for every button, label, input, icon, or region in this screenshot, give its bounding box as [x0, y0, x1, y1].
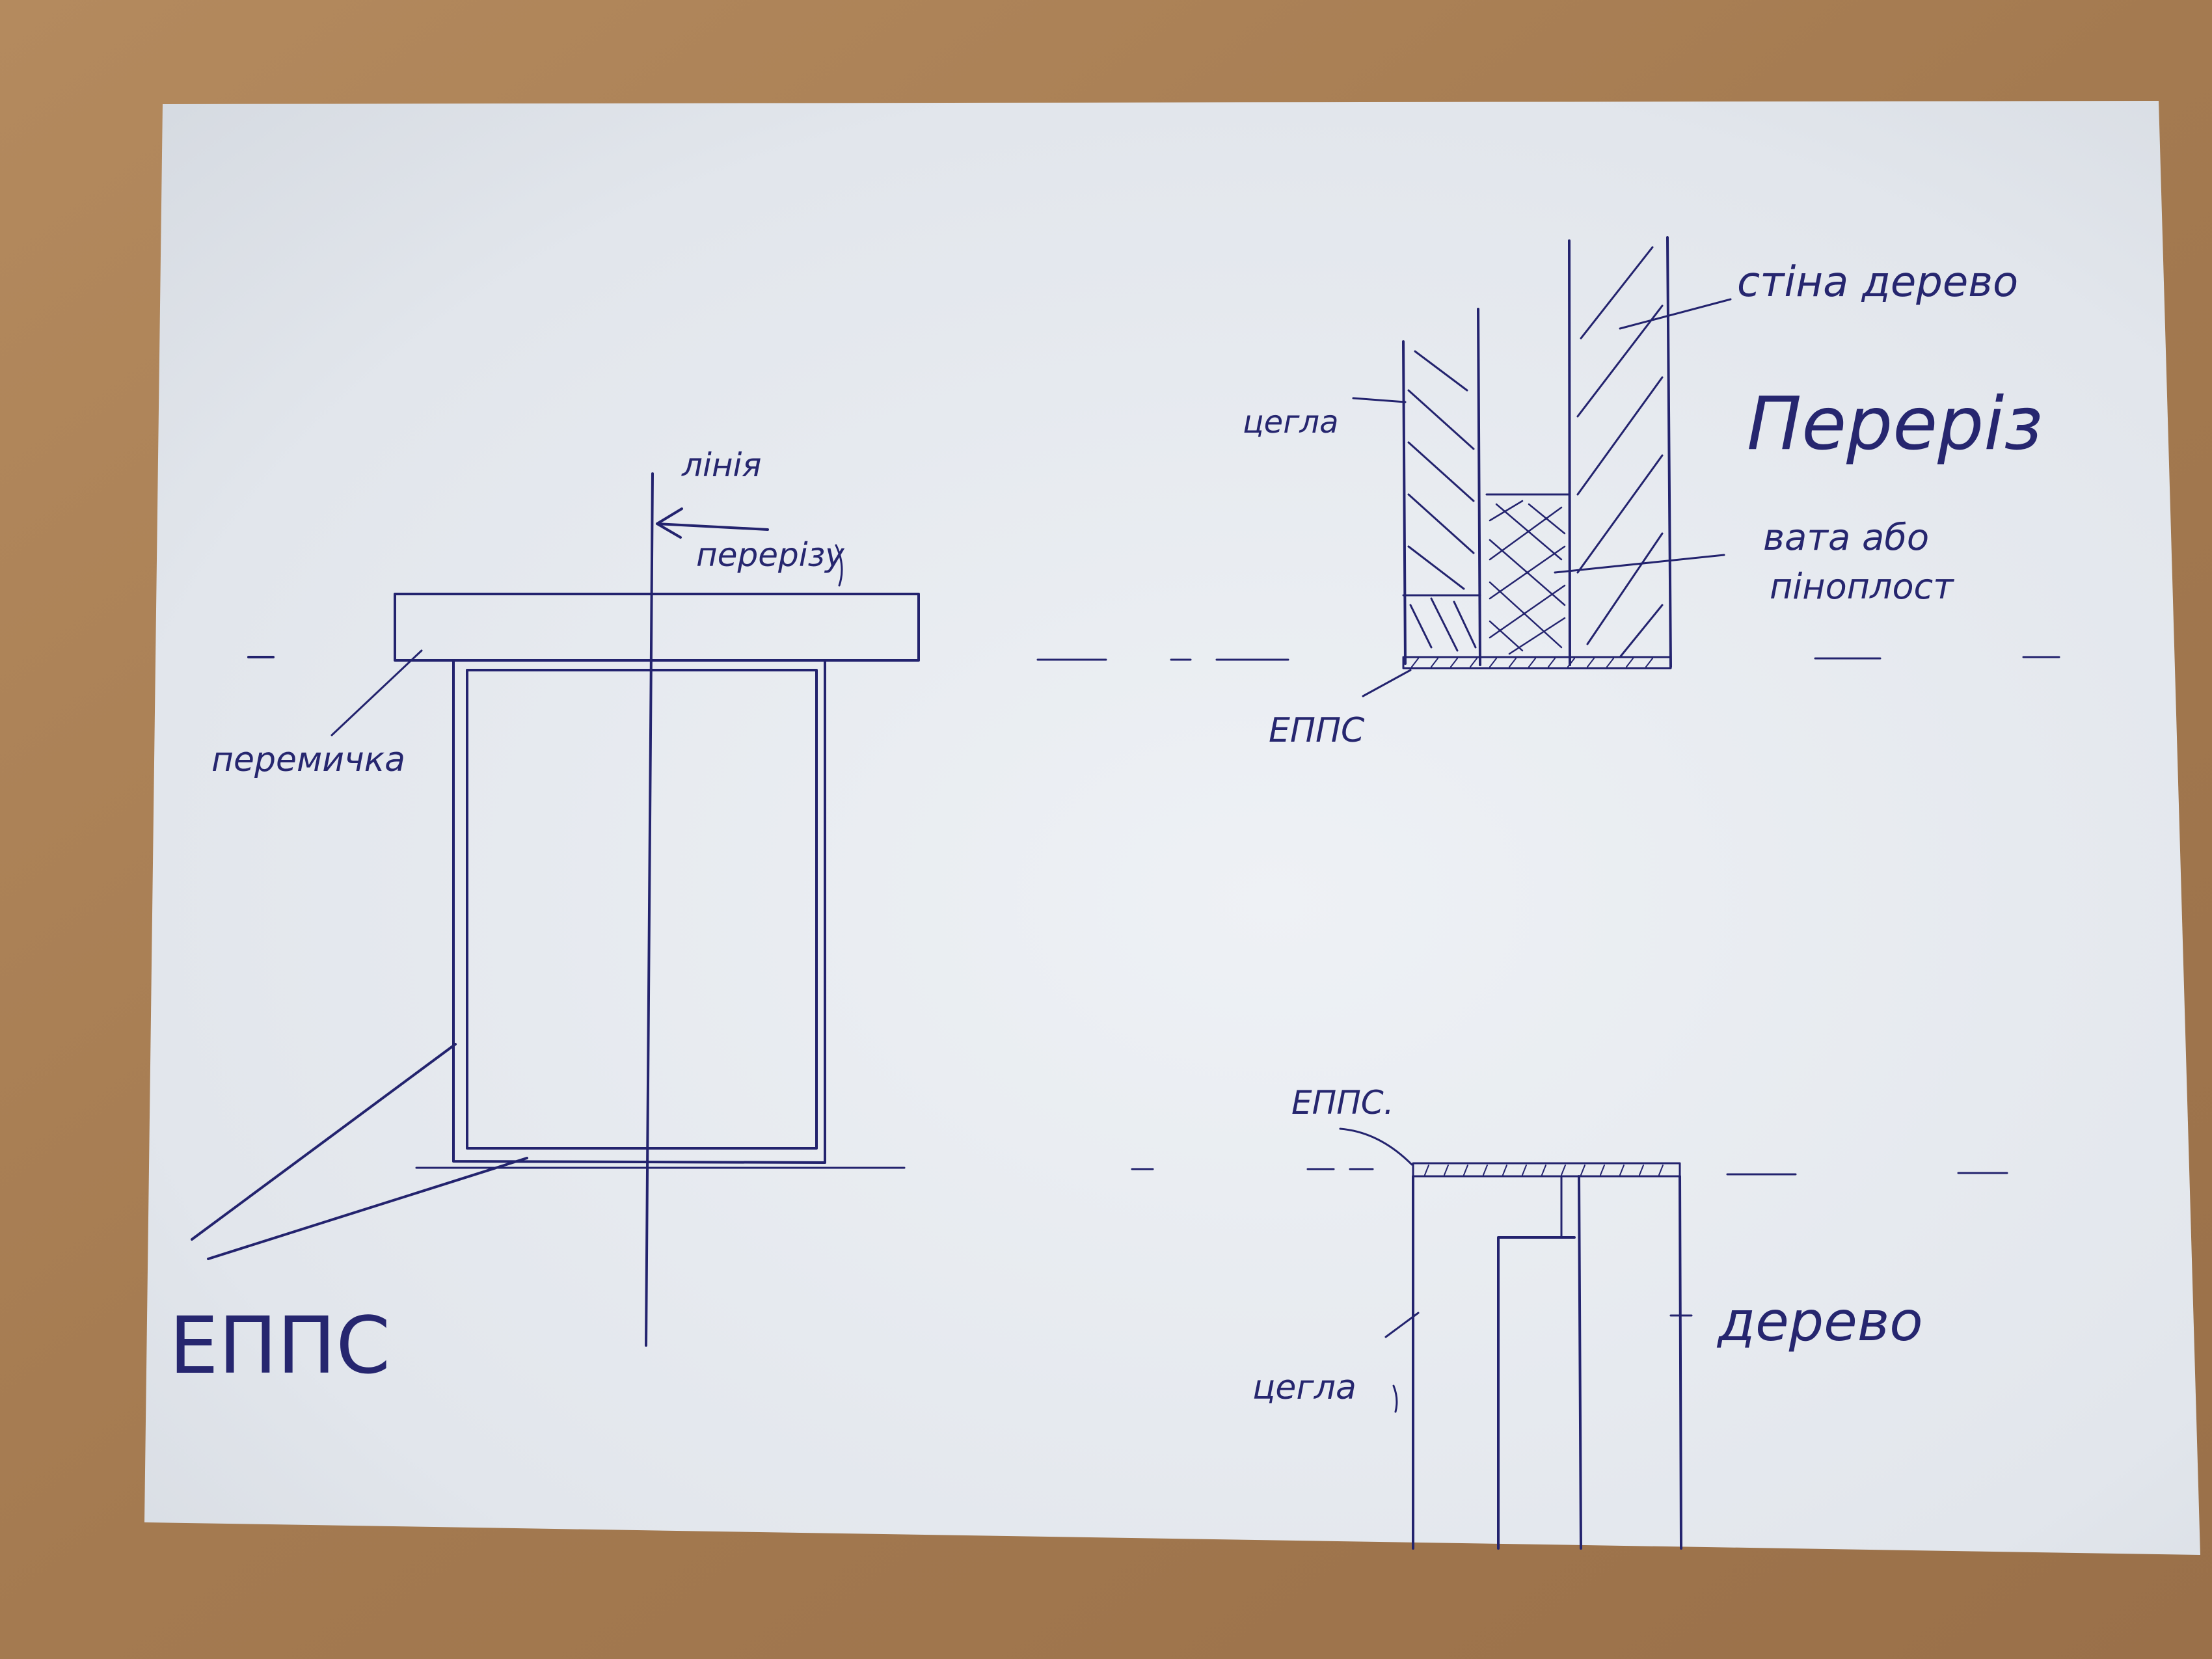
- label-section-line: лінія: [681, 446, 762, 484]
- epps-leader-top: [1362, 669, 1412, 697]
- epps-strip-hatch-bottom: [1424, 1165, 1664, 1176]
- insulation-leader: [1554, 554, 1725, 574]
- brick-hatching: [1407, 350, 1477, 652]
- wood-wall-outer: [1568, 239, 1571, 666]
- label-insulation-1: вата або: [1763, 517, 1929, 559]
- brick-leader-top: [1352, 397, 1407, 403]
- wood-wall-inner-bottom: [1679, 1175, 1682, 1550]
- label-brick-bottom: цегла: [1252, 1368, 1356, 1407]
- section-label-tick: [835, 544, 843, 587]
- label-section-title: Переріз: [1747, 382, 2043, 466]
- wood-wall-leader: [1619, 298, 1732, 330]
- section-line: [645, 472, 654, 1347]
- epps-leader-2: [207, 1157, 528, 1260]
- label-lintel: перемичка: [211, 740, 405, 779]
- label-epps-bottom: ЕППС.: [1291, 1084, 1394, 1122]
- epps-strip-hatch-top: [1411, 658, 1653, 668]
- wood-hatching: [1576, 246, 1664, 658]
- label-section-line-2: перерізу: [696, 536, 845, 574]
- epps-leader-1: [191, 1043, 457, 1241]
- insulation-crosshatch: [1489, 500, 1566, 655]
- opening-outer-frame: [452, 659, 826, 1164]
- paper-sheet: [144, 101, 2200, 1555]
- lintel-leader: [330, 649, 423, 736]
- brick-leader-bottom-1: [1384, 1312, 1420, 1338]
- brick-leader-bottom-2: [1392, 1384, 1398, 1413]
- brick-wall-outer: [1402, 340, 1407, 665]
- brick-wall-inner: [1477, 308, 1481, 666]
- epps-strip-top: [1402, 656, 1672, 669]
- label-insulation-2: піноплост: [1770, 566, 1954, 607]
- epps-strip-bottom: [1412, 1162, 1681, 1178]
- inner-brick-line: [1497, 1236, 1576, 1550]
- wood-wall-inner: [1666, 236, 1672, 668]
- label-epps-top: ЕППС: [1269, 711, 1365, 750]
- elevation-drawing: [191, 472, 920, 1347]
- section-drawing-bottom: [1131, 1127, 2008, 1550]
- opening-inner-frame: [466, 669, 818, 1150]
- section-arrow: [656, 507, 769, 539]
- label-brick-top: цегла: [1243, 404, 1339, 440]
- base-dashes-top-right: [1036, 656, 2060, 661]
- epps-leader-bottom: [1339, 1127, 1413, 1166]
- wood-wall-outer-bottom: [1578, 1175, 1582, 1550]
- base-dashes-bottom-right: [1131, 1168, 2008, 1176]
- label-epps-big: ЕППС: [169, 1301, 390, 1392]
- label-wood-wall: стіна дерево: [1737, 258, 2018, 306]
- section-drawing-top: [1036, 236, 2060, 697]
- label-wood: дерево: [1716, 1289, 1923, 1353]
- lintel-rect: [394, 593, 920, 662]
